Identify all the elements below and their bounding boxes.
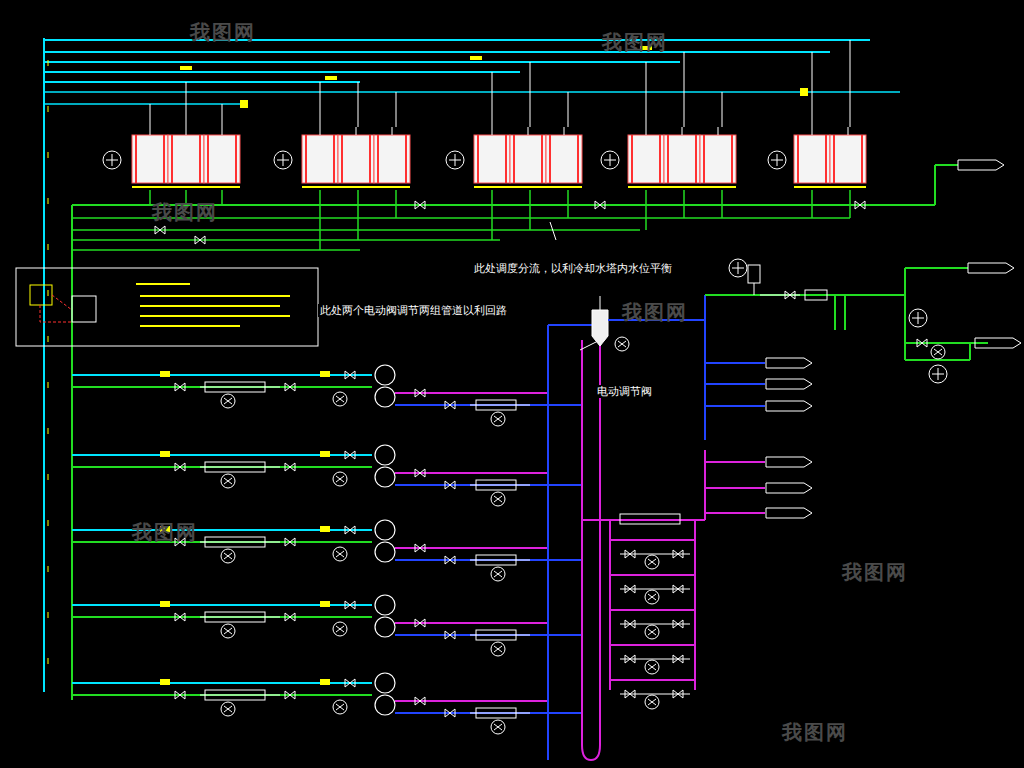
watermark: 我图网 [188, 20, 258, 44]
watermark: 我图网 [600, 30, 670, 54]
watermark: 我图网 [620, 300, 690, 324]
annotation-note: 此处两个电动阀调节两组管道以利回路 [318, 304, 509, 317]
annotation-note: 此处调度分流，以利冷却水塔内水位平衡 [472, 262, 674, 275]
watermark: 我图网 [130, 520, 200, 544]
watermark: 我图网 [780, 720, 850, 744]
watermark: 我图网 [150, 200, 220, 224]
watermark: 我图网 [840, 560, 910, 584]
valve-label: 电动调节阀 [595, 385, 654, 398]
